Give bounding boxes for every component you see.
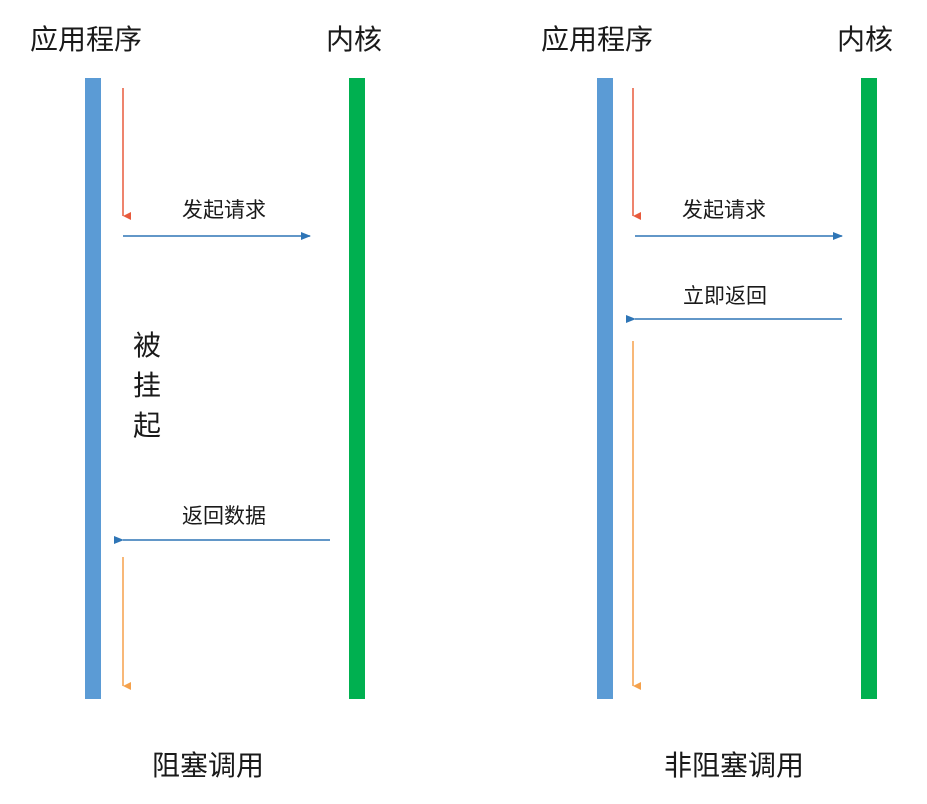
nonblocking-request-label: 发起请求: [682, 198, 766, 222]
suspended-char-3: 起: [132, 409, 161, 442]
blocking-kernel-label: 内核: [326, 23, 383, 56]
nonblocking-caption: 非阻塞调用: [664, 749, 805, 782]
nonblocking-kernel-lifeline: [861, 78, 877, 699]
nonblocking-app-lifeline: [597, 78, 613, 699]
blocking-caption: 阻塞调用: [152, 749, 265, 782]
nonblocking-return-label: 立即返回: [683, 284, 767, 308]
suspended-char-2: 挂: [132, 369, 161, 402]
blocking-return-label: 返回数据: [182, 504, 266, 528]
suspended-char-1: 被: [132, 329, 161, 362]
blocking-request-label: 发起请求: [182, 198, 266, 222]
nonblocking-kernel-label: 内核: [837, 23, 894, 56]
blocking-suspended-label: 被 挂 起: [130, 326, 164, 446]
nonblocking-app-label: 应用程序: [541, 23, 654, 56]
blocking-kernel-lifeline: [349, 78, 365, 699]
blocking-app-lifeline: [85, 78, 101, 699]
blocking-app-label: 应用程序: [30, 23, 143, 56]
